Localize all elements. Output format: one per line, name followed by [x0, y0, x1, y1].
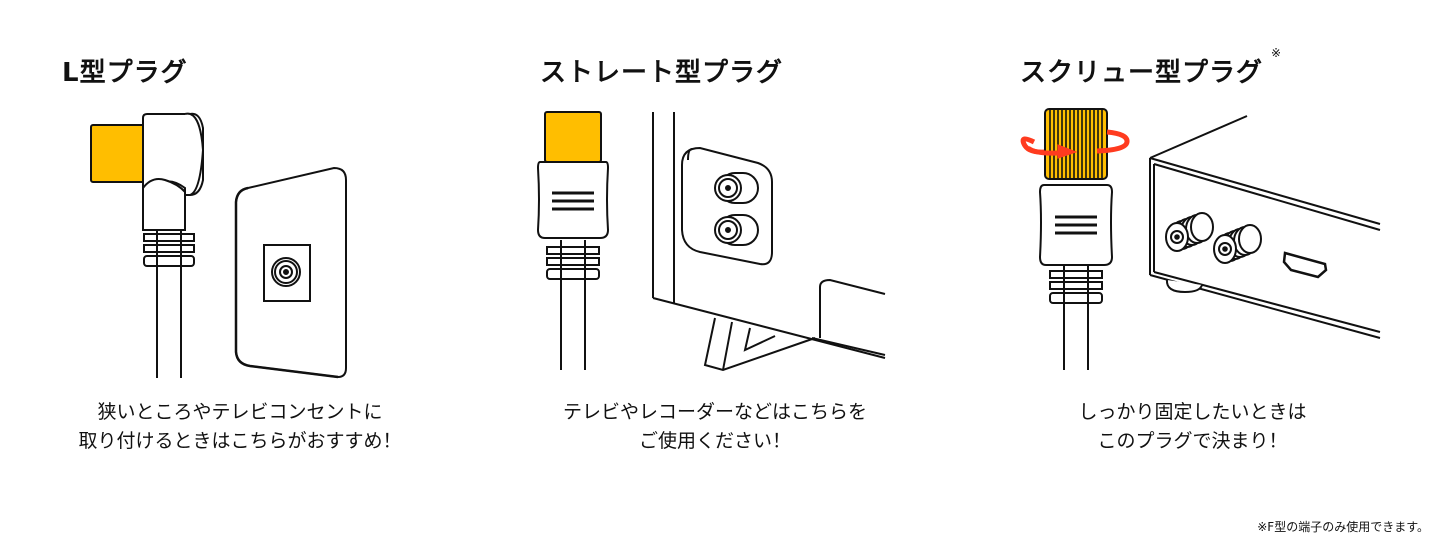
screw-plug-illustration	[1020, 108, 1381, 370]
panel-title: スクリュー型プラグ ※	[1020, 46, 1282, 89]
caption-line-1: 狭いところやテレビコンセントに	[97, 401, 383, 423]
panel-title-text: スクリュー型プラグ	[1020, 58, 1264, 88]
panel-title: L型プラグ	[62, 52, 188, 89]
caption-line-2: このプラグで決まり！	[1097, 430, 1288, 452]
l-plug-illustration	[90, 112, 347, 379]
caption-line-1: テレビやレコーダーなどはこちらを	[562, 401, 867, 423]
panel-caption: 狭いところやテレビコンセントに 取り付けるときはこちらがおすすめ！	[0, 398, 480, 456]
footnote-mark: ※	[1271, 46, 1283, 60]
panel-l-plug: L型プラグ 狭いところやテ	[0, 0, 480, 500]
panel-screw-plug: スクリュー型プラグ ※	[950, 0, 1435, 500]
caption-line-2: ご使用ください！	[638, 430, 791, 452]
panel-caption: しっかり固定したいときは このプラグで決まり！	[950, 398, 1435, 456]
panel-title: ストレート型プラグ	[540, 52, 783, 89]
caption-line-1: しっかり固定したいときは	[1078, 401, 1307, 423]
panel-caption: テレビやレコーダーなどはこちらを ご使用ください！	[480, 398, 950, 456]
panel-title-text: ストレート型プラグ	[540, 58, 784, 88]
caption-line-2: 取り付けるときはこちらがおすすめ！	[78, 430, 402, 452]
footnote: ※F型の端子のみ使用できます。	[1257, 520, 1429, 534]
straight-plug-illustration	[536, 111, 886, 372]
panel-title-text: L型プラグ	[62, 58, 188, 88]
panel-straight-plug: ストレート型プラグ	[480, 0, 950, 500]
